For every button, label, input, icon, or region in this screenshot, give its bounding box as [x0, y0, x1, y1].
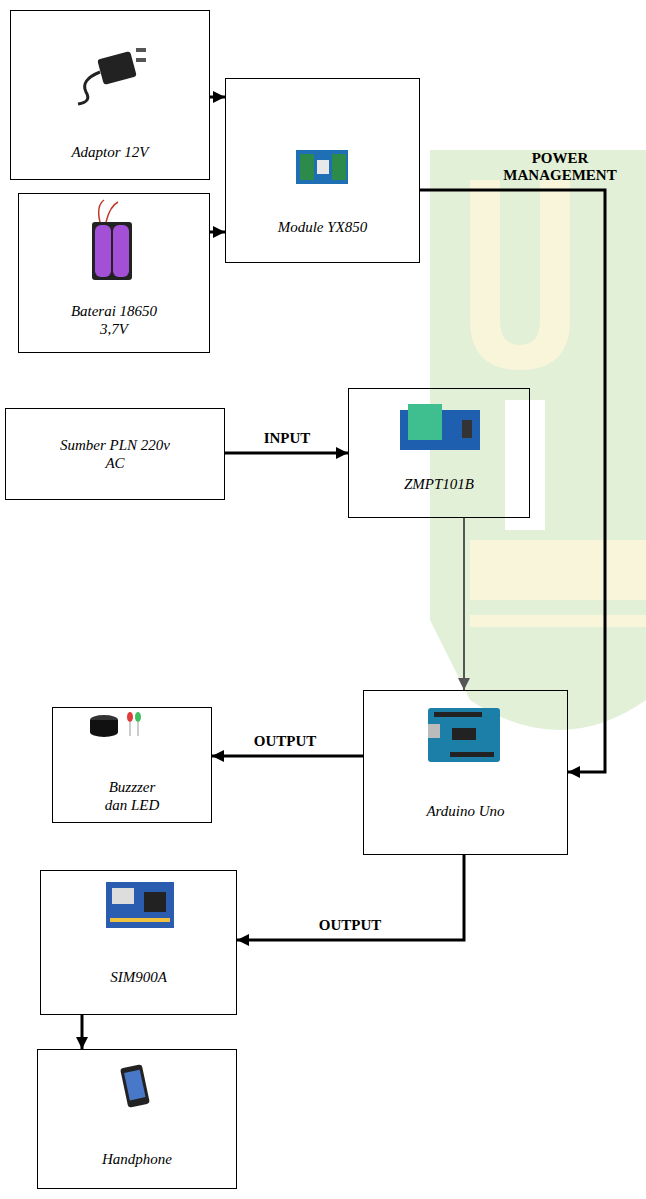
component-box: Buzzzer dan LED	[52, 707, 212, 823]
component-label: Adaptor 12V	[71, 143, 148, 161]
edge-label: INPUT	[247, 430, 327, 447]
connector-arrow	[463, 518, 465, 690]
component-box: Sumber PLN 220v AC	[5, 408, 225, 500]
component-label: ZMPT101B	[404, 475, 474, 493]
component-label: Baterai 18650 3,7V	[62, 302, 166, 338]
component-box: Baterai 18650 3,7V	[18, 193, 210, 353]
component-label: Sumber PLN 220v AC	[50, 436, 180, 472]
component-box: SIM900A	[40, 870, 237, 1015]
connector-arrow	[237, 855, 464, 940]
battery-icon	[92, 200, 132, 280]
component-box: Handphone	[37, 1049, 237, 1189]
module-icon	[296, 150, 348, 184]
edge-label: OUTPUT	[240, 733, 330, 750]
connector-arrow	[225, 452, 348, 455]
connector-arrow	[212, 755, 363, 758]
component-label: Module YX850	[278, 218, 368, 236]
sensor-icon	[400, 404, 480, 450]
buzzer-led-icon	[90, 712, 141, 737]
connector-arrow	[210, 96, 225, 99]
connector-arrow	[210, 231, 225, 234]
edge-label: POWER MANAGEMENT	[490, 150, 630, 184]
gsm-module-icon	[106, 882, 174, 928]
component-box: Arduino Uno	[363, 690, 568, 855]
component-label: Handphone	[102, 1150, 172, 1168]
component-box: Module YX850	[225, 78, 420, 263]
edge-label: OUTPUT	[305, 917, 395, 934]
connector-arrow	[81, 1015, 84, 1049]
phone-icon	[120, 1064, 150, 1108]
component-label: Arduino Uno	[426, 802, 504, 820]
component-box: ZMPT101B	[348, 388, 530, 518]
component-label: SIM900A	[110, 968, 167, 986]
component-label: Buzzzer dan LED	[96, 778, 168, 814]
adaptor-icon	[78, 48, 146, 104]
arduino-icon	[428, 708, 500, 762]
component-box: Adaptor 12V	[10, 10, 210, 180]
